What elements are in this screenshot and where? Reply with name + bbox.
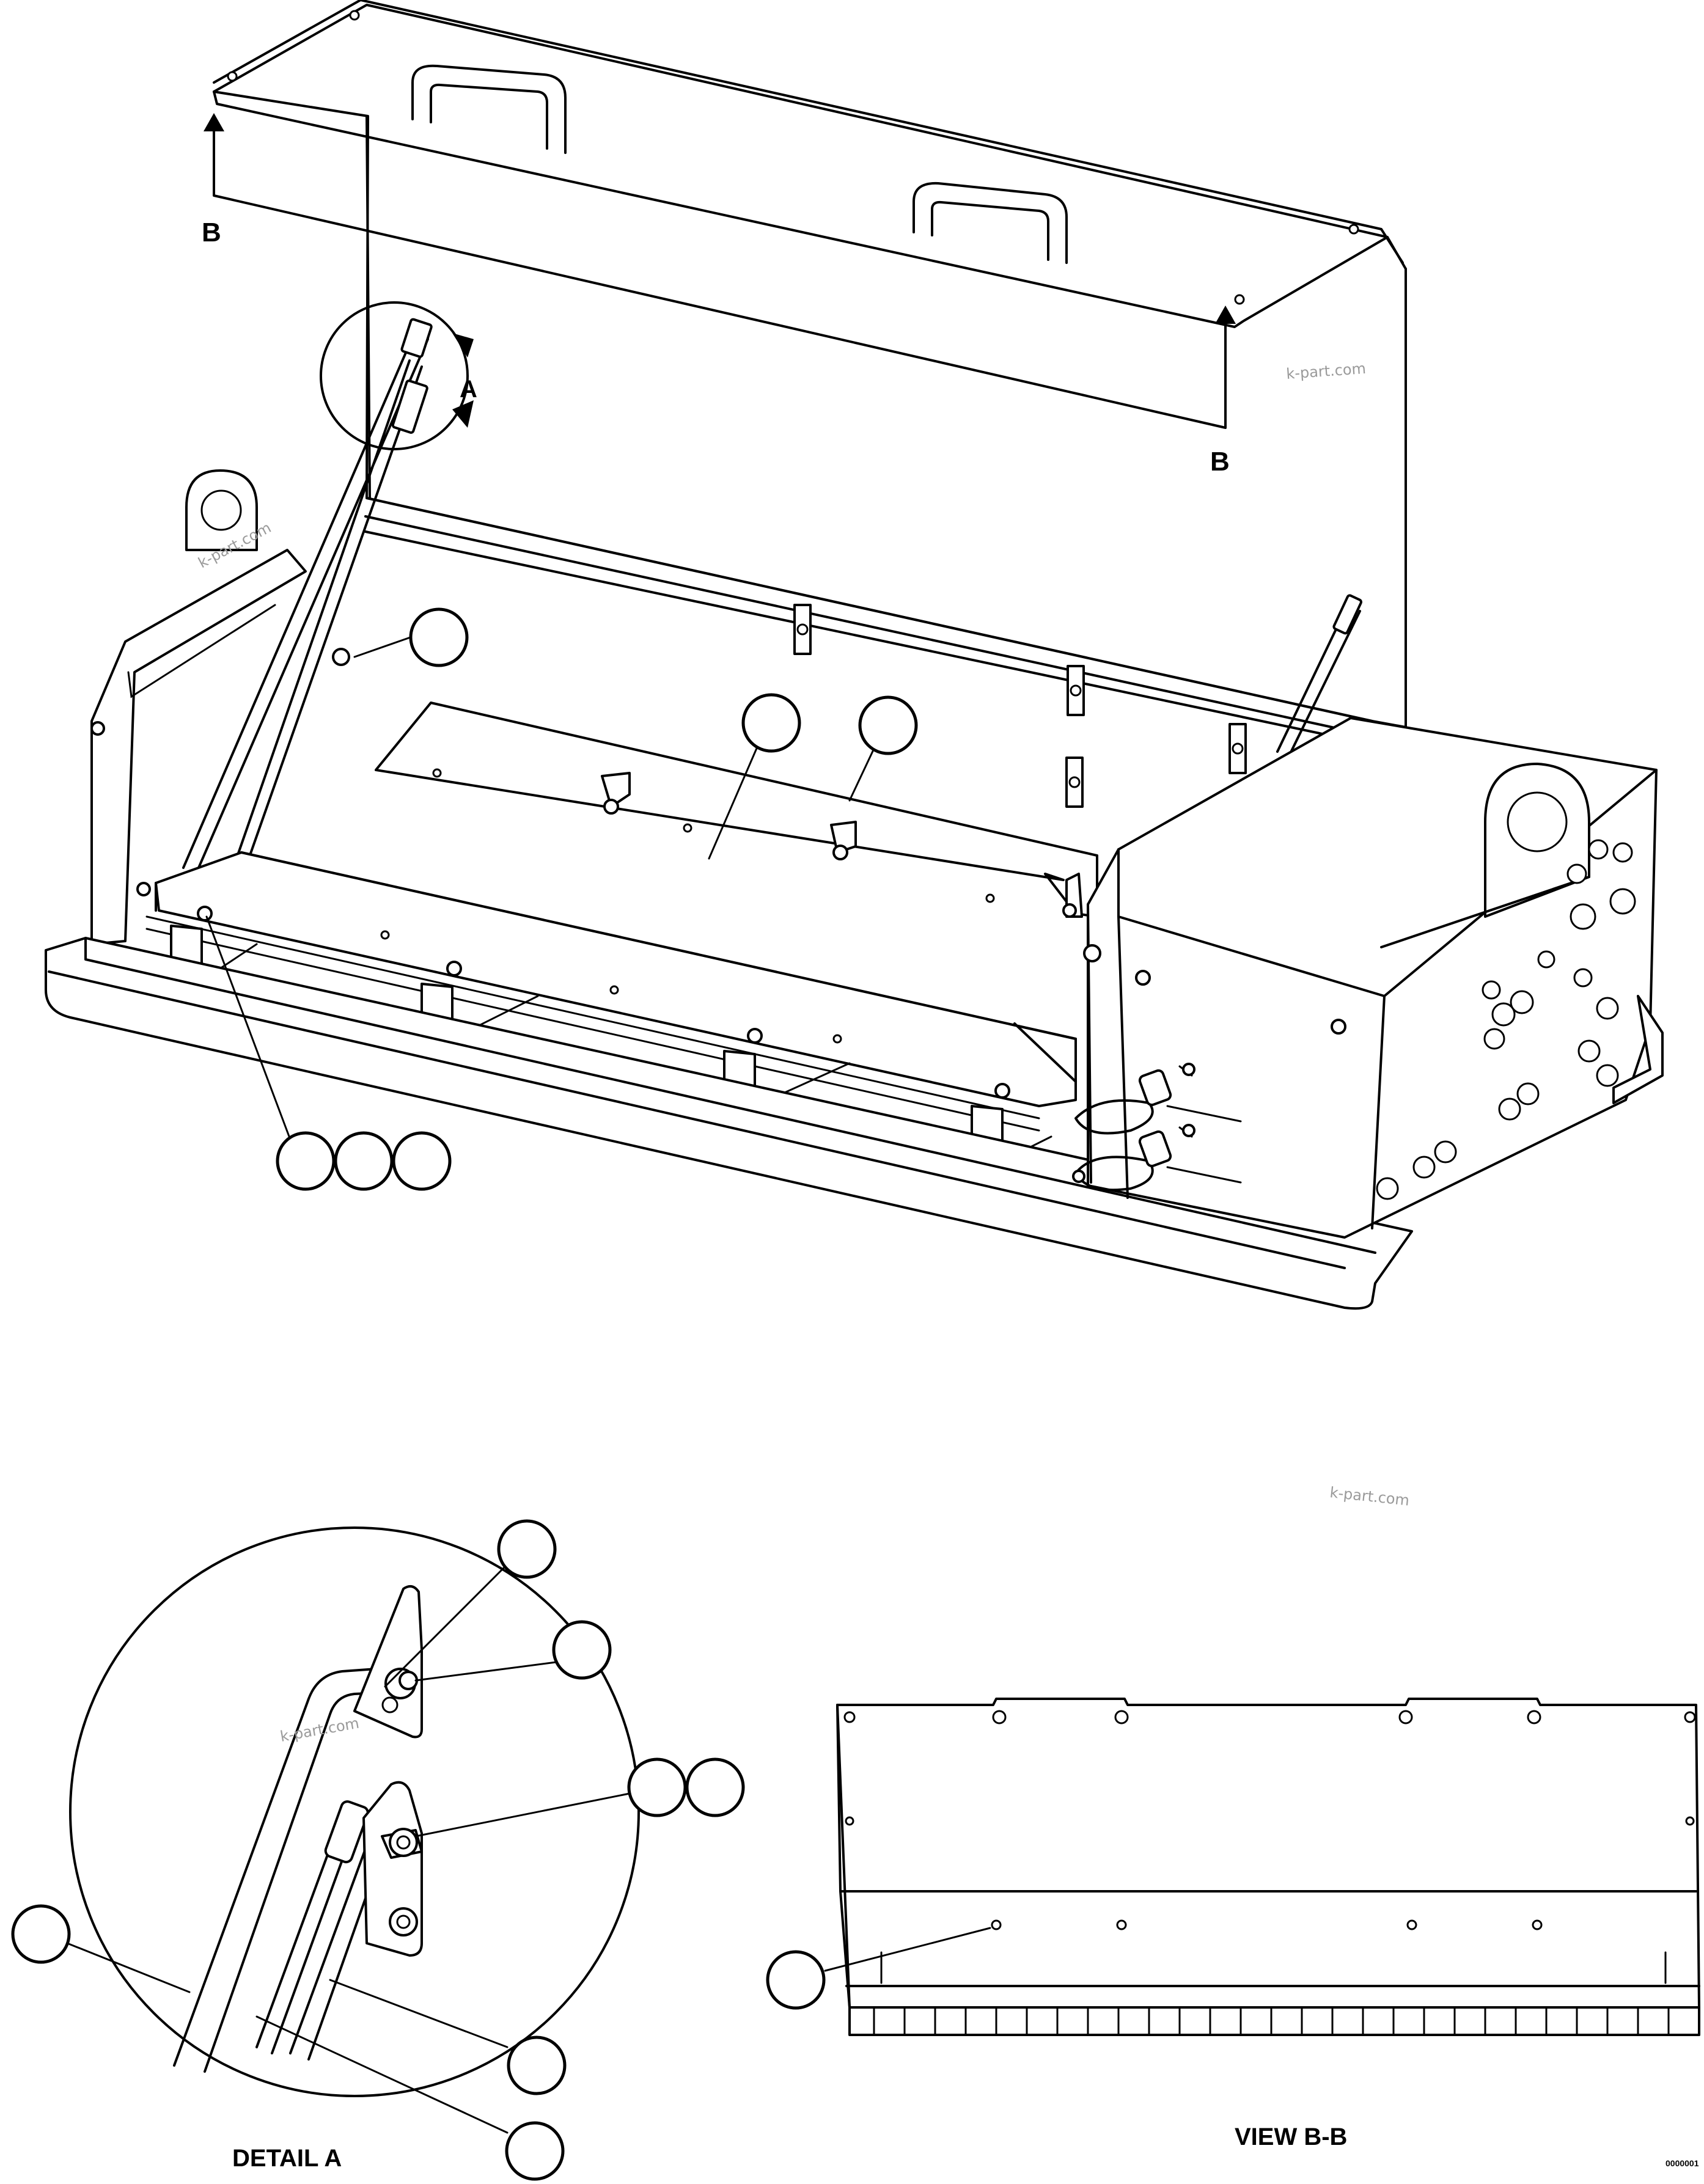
callout-main-6 — [392, 1131, 452, 1191]
view-bb-panel — [836, 1698, 1700, 2009]
callout-detail-7 — [505, 2121, 565, 2181]
callout-detail-4 — [685, 1757, 745, 1817]
callout-detail-6 — [507, 2036, 567, 2095]
callout-detail-2 — [552, 1620, 612, 1680]
lid-handle-right — [913, 181, 1068, 264]
skid-plate — [45, 937, 1413, 1310]
wall-brackets — [793, 604, 1247, 808]
detail-arrow-upper — [452, 333, 474, 357]
main-view: B B A — [45, 0, 1664, 1310]
callout-view-1 — [766, 1950, 826, 2010]
drawing-number: 0000001 — [1665, 2158, 1699, 2168]
section-arrow-left — [204, 113, 224, 131]
lid-top-rim — [213, 0, 1404, 328]
detail-circle-a — [320, 301, 469, 450]
view-bb-holes — [843, 1710, 1696, 1930]
detail-marker-a: A — [460, 376, 477, 403]
callouts-main — [205, 607, 918, 1191]
section-line-b — [213, 121, 1227, 429]
callout-detail-3 — [627, 1757, 687, 1817]
detail-a: k-part.com DETAIL A — [11, 1519, 745, 2181]
callout-main-4 — [276, 1131, 336, 1191]
detail-bracket-upper — [353, 1585, 423, 1739]
detail-strut-rod — [173, 1667, 386, 2073]
callout-detail-1 — [497, 1519, 557, 1579]
view-bb-hinge — [873, 1951, 1670, 2036]
callout-main-3 — [858, 695, 918, 755]
detail-a-title: DETAIL A — [232, 2145, 342, 2172]
callout-main-2 — [741, 693, 801, 753]
housing-holes — [1083, 839, 1636, 1200]
section-marker-left: B — [202, 218, 221, 247]
section-arrow-right — [1215, 306, 1236, 324]
section-marker-right: B — [1210, 447, 1230, 477]
strut-left — [182, 329, 429, 872]
hydraulic-couplers — [1072, 1063, 1242, 1192]
detail-a-boundary — [69, 1526, 640, 2097]
view-bb-title: VIEW B-B — [1235, 2124, 1347, 2150]
lid-handle-left — [411, 64, 567, 154]
tray-clips — [601, 772, 1083, 918]
tray-panel — [375, 702, 1098, 918]
callout-main-5 — [334, 1131, 394, 1191]
view-b-b: k-part.com VIEW B-B 0000001 — [766, 1484, 1700, 2168]
callout-main-1 — [409, 607, 469, 667]
callout-detail-5 — [11, 1904, 71, 1964]
detail-gas-spring — [255, 1814, 383, 2061]
detail-arrow-lower — [452, 400, 474, 428]
back-wall — [364, 497, 1373, 744]
tray-holes — [136, 768, 1010, 1099]
watermark-view: k-part.com — [1329, 1484, 1410, 1509]
callouts-detail — [11, 1519, 745, 2181]
housing-foot — [1612, 995, 1664, 1104]
